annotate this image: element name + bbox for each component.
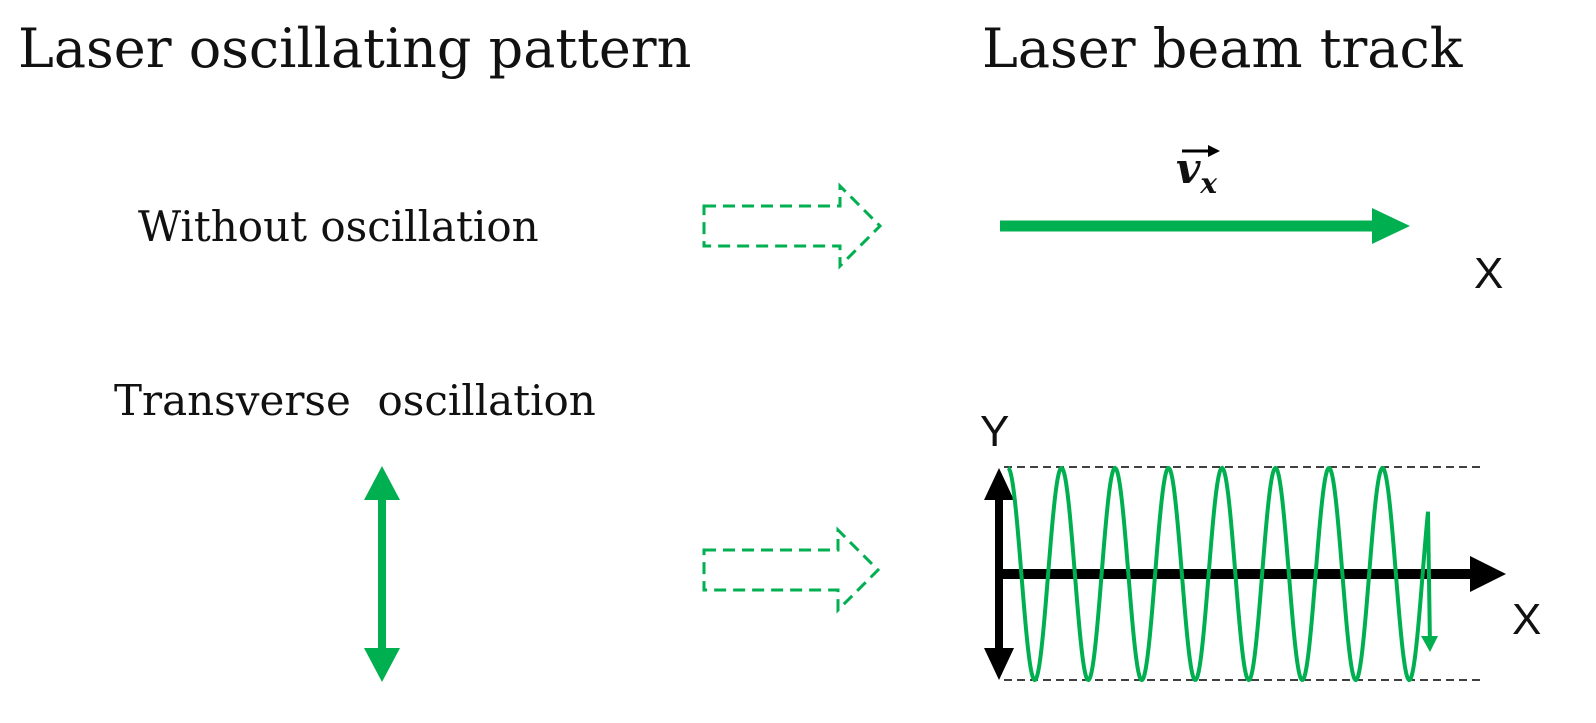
heading-beam-track: Laser beam track [982, 17, 1463, 80]
velocity-subscript: x [1200, 167, 1218, 200]
heading-oscillating-pattern: Laser oscillating pattern [18, 17, 692, 80]
oscillating-beam-arrowhead [1421, 636, 1438, 652]
oscillating-beam-track [1007, 465, 1432, 683]
transform-arrow-row2 [702, 526, 881, 614]
velocity-symbol: v [1176, 144, 1201, 193]
row1-x-axis-label: X [1474, 249, 1504, 298]
straight-beam-arrowhead [1372, 208, 1410, 244]
vector-overbar-arrowhead [1208, 145, 1220, 157]
velocity-vector-label: vx [1176, 148, 1217, 198]
x-axis-arrowhead [1470, 556, 1506, 592]
transform-arrow-row1 [702, 182, 883, 270]
transverse-arrow-down-head [364, 648, 400, 682]
row2-y-axis-label: Y [980, 407, 1010, 456]
y-axis-arrow-up [984, 468, 1014, 500]
row-label-transverse-oscillation: Transverse oscillation [114, 376, 596, 425]
transverse-arrow-up-head [364, 466, 400, 500]
y-axis-arrow-down [984, 648, 1014, 680]
row2-x-axis-label: X [1512, 595, 1542, 644]
row-label-without-oscillation: Without oscillation [138, 202, 539, 251]
